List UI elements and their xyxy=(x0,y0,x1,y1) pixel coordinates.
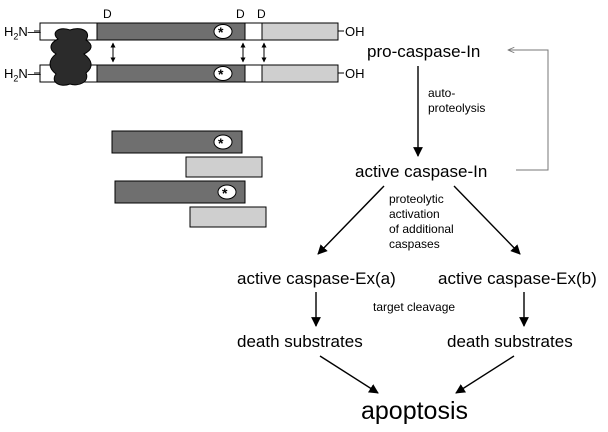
apoptosis-arrow-left xyxy=(319,355,379,394)
procaspase-dimer xyxy=(34,22,344,86)
node-active-caspase-ex-a: active caspase-Ex(a) xyxy=(237,269,396,288)
cleavage-site-label: D xyxy=(103,7,112,21)
large-subunit-dark xyxy=(111,130,243,154)
active-site-symbol: * xyxy=(222,185,228,201)
target-cleavage-label: target cleavage xyxy=(373,300,456,314)
node-apoptosis: apoptosis xyxy=(361,397,469,425)
linker-segment xyxy=(244,64,263,83)
active-site-symbol: * xyxy=(218,24,224,40)
node-active-caspase-ex-b: active caspase-Ex(b) xyxy=(438,269,597,288)
activation-label-line4: caspases xyxy=(389,237,440,251)
cleavage-site-label: D xyxy=(257,7,266,21)
autoproteolysis-label-line1: auto- xyxy=(428,86,456,100)
activation-label-line2: activation xyxy=(389,207,440,221)
c-terminus-label-bottom: OH xyxy=(345,66,365,81)
c-terminus-label-top: OH xyxy=(345,24,365,39)
node-death-substrates-left: death substrates xyxy=(237,332,363,351)
small-subunit-light xyxy=(189,206,267,228)
small-subunit-light xyxy=(261,64,339,83)
active-caspase-subunits xyxy=(111,130,267,228)
node-active-caspase-in: active caspase-In xyxy=(355,162,488,181)
cascade-arrows xyxy=(311,50,549,394)
large-subunit-dark xyxy=(114,180,246,204)
feedback-arrow xyxy=(508,50,549,171)
apoptosis-arrow-right xyxy=(455,355,515,394)
n-terminus-label-bottom: H2N— xyxy=(4,66,41,84)
cleavage-site-label: D xyxy=(236,7,245,21)
active-site-marker xyxy=(213,134,233,150)
active-site-symbol: * xyxy=(218,66,224,82)
small-subunit-light xyxy=(261,22,339,41)
activation-arrow-left xyxy=(317,185,385,255)
prodomain-adapter-blob xyxy=(49,28,92,86)
active-site-marker xyxy=(213,66,233,81)
linker-segment xyxy=(244,22,263,41)
node-pro-caspase: pro-caspase-In xyxy=(367,42,481,61)
n-terminus-label-top: H2N— xyxy=(4,24,41,42)
activation-arrow-right xyxy=(453,185,521,255)
node-death-substrates-right: death substrates xyxy=(447,332,573,351)
active-site-marker xyxy=(217,184,237,200)
activation-label-line1: proteolytic xyxy=(389,192,444,206)
small-subunit-light xyxy=(185,156,263,178)
active-site-symbol: * xyxy=(218,135,224,151)
autoproteolysis-label-line2: proteolysis xyxy=(428,101,486,115)
activation-label-line3: of additional xyxy=(389,222,454,236)
active-site-marker xyxy=(213,24,233,39)
